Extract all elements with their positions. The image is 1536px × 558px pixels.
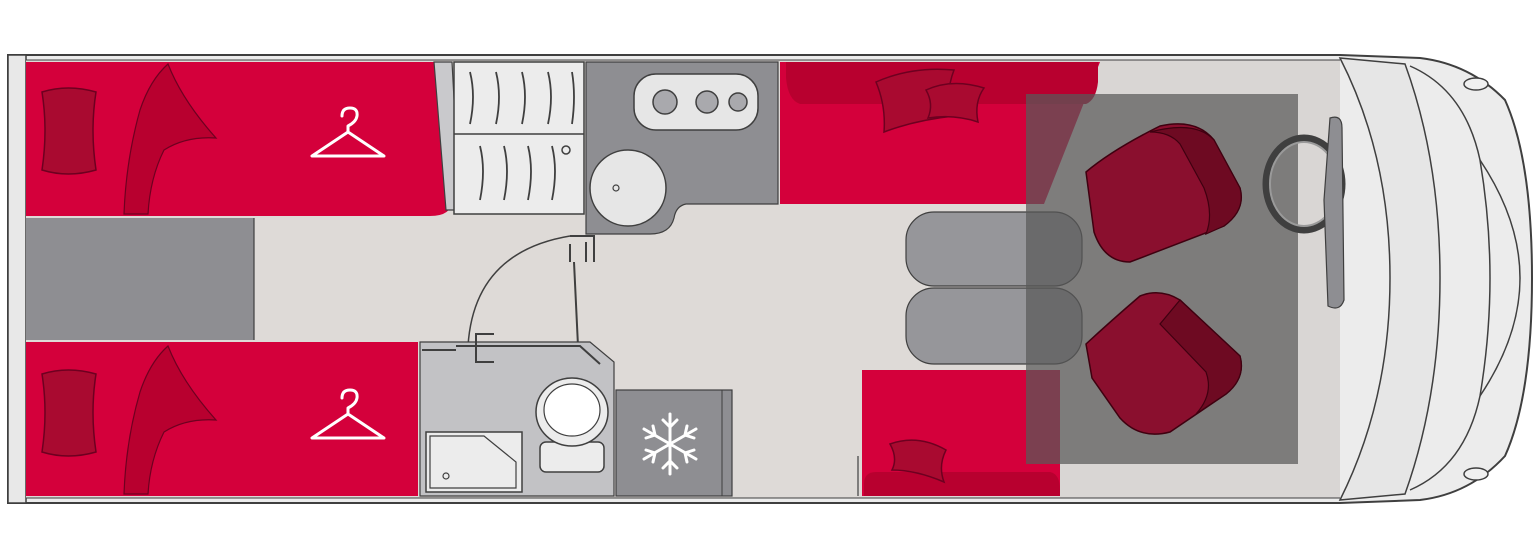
burner-1: [652, 89, 678, 115]
mirror-left: [1463, 77, 1489, 91]
pillow-top: [41, 87, 97, 175]
front-bumper: [1479, 159, 1521, 397]
snowflake-icon: [642, 412, 698, 476]
mirror-right: [1463, 467, 1489, 481]
shower-tray: [425, 431, 523, 493]
hanger-icon: [310, 106, 386, 158]
entrance-door-swing: [467, 235, 571, 347]
dash-handle: [1323, 116, 1345, 309]
bathroom-door-rail: [422, 333, 601, 365]
pillow-bottom: [41, 369, 97, 457]
cab-dashboard: [1338, 57, 1441, 501]
hanger-icon-bottom: [310, 388, 386, 440]
rear-wall: [7, 54, 27, 504]
cushion-top: [875, 68, 986, 134]
rear-storage: [26, 218, 254, 340]
cushion-bottom: [888, 439, 947, 484]
windshield-line: [1409, 65, 1491, 491]
blanket-fold-top: [123, 62, 218, 215]
sink: [589, 149, 667, 227]
shelf-lines: [469, 71, 575, 201]
entrance-door: [569, 235, 595, 347]
blanket-fold-bottom: [123, 344, 218, 495]
bench-back-bottom: [864, 472, 1060, 496]
armchair-passenger: [1085, 292, 1243, 435]
burner-3: [728, 92, 748, 112]
armchair-driver: [1085, 123, 1242, 263]
burner-2: [695, 90, 719, 114]
toilet: [535, 377, 609, 473]
shoe-shelves: [453, 61, 585, 215]
rear-bed-bottom: [26, 342, 418, 496]
